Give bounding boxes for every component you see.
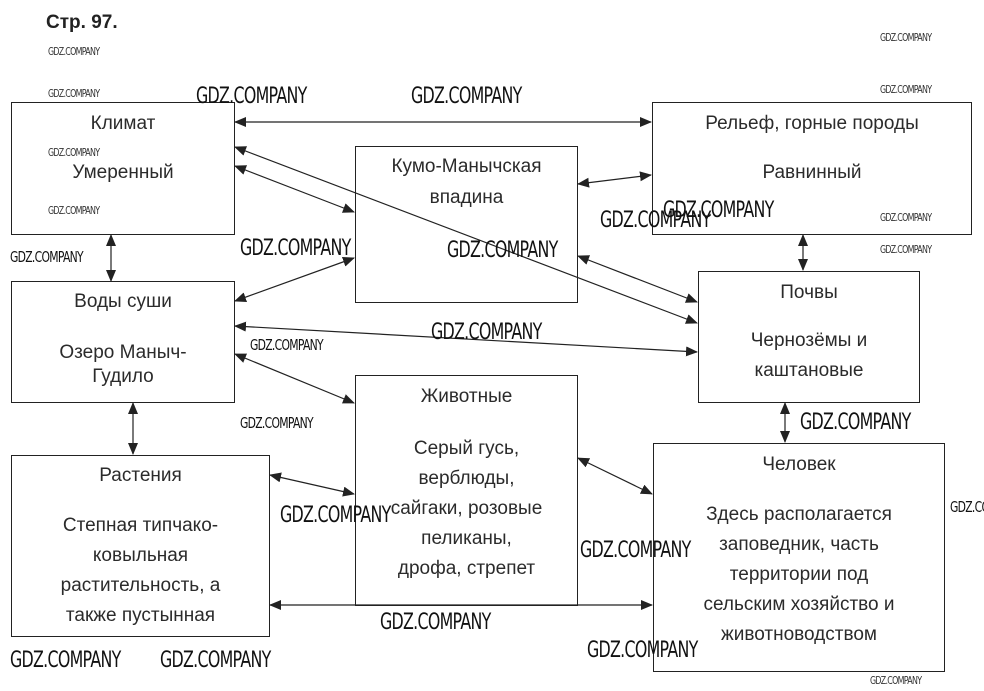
- watermark: GDZ.COMPANY: [431, 320, 542, 345]
- watermark: GDZ.COMPANY: [250, 336, 324, 354]
- node-text: Степная типчако-: [62, 515, 219, 536]
- node-text: верблюды,: [418, 468, 515, 489]
- watermark: GDZ.COMPANY: [196, 84, 307, 109]
- node-text: животноводством: [721, 624, 877, 645]
- node-text: растительность, а: [60, 575, 221, 596]
- watermark: GDZ.COMPANY: [580, 538, 691, 563]
- watermark: GDZ.COMPANY: [587, 638, 698, 663]
- node-text: Серый гусь,: [413, 438, 520, 459]
- watermark: GDZ.COMPANY: [48, 45, 100, 58]
- watermark: GDZ.COMPANY: [240, 236, 351, 261]
- watermark: GDZ.COMPANY: [447, 238, 558, 263]
- node-title: Животные: [420, 386, 513, 407]
- watermark: GDZ.COMPANY: [48, 146, 100, 159]
- node-text: каштановые: [754, 360, 864, 381]
- node-title: Рельеф, горные породы: [705, 113, 919, 134]
- node-title: Растения: [99, 465, 182, 486]
- node-text: впадина: [429, 187, 504, 208]
- node-human: Человек Здесь располагается заповедник, …: [653, 443, 945, 672]
- watermark: GDZ.COMPANY: [10, 248, 84, 266]
- node-animals: Животные Серый гусь, верблюды, сайгаки, …: [355, 375, 578, 606]
- node-title: Кумо-Манычская: [391, 156, 542, 177]
- watermark: GDZ.COMPANY: [880, 211, 932, 224]
- node-title: Климат: [90, 113, 156, 134]
- watermark: GDZ.COMPANY: [280, 503, 391, 528]
- node-title: Воды суши: [74, 291, 172, 312]
- node-relief: Рельеф, горные породы Равнинный: [652, 102, 972, 235]
- link-center-soils: [577, 255, 698, 303]
- node-text: Гудило: [92, 366, 154, 387]
- node-text: также пустынная: [65, 605, 216, 626]
- node-text: ковыльная: [92, 545, 189, 566]
- watermark: GDZ.COMPANY: [160, 648, 271, 673]
- watermark: GDZ.COMPANY: [240, 414, 314, 432]
- watermark: GDZ.COMPANY: [10, 648, 121, 673]
- watermark: GDZ.COMPANY: [600, 208, 711, 233]
- node-text: Здесь располагается: [706, 504, 892, 525]
- node-text: Равнинный: [762, 162, 862, 183]
- watermark: GDZ.COMPANY: [950, 498, 984, 516]
- node-climate: Климат Умеренный: [11, 102, 235, 235]
- node-text: заповедник, часть: [719, 534, 879, 555]
- node-text: сельским хозяйство и: [703, 594, 895, 615]
- node-text: территории под: [729, 564, 869, 585]
- link-waters-animals: [234, 353, 355, 404]
- watermark: GDZ.COMPANY: [880, 243, 932, 256]
- node-text: Чернозёмы и: [750, 330, 868, 351]
- watermark: GDZ.COMPANY: [880, 83, 932, 96]
- node-title: Почвы: [780, 282, 838, 303]
- link-center-waters: [234, 257, 355, 302]
- node-text: Озеро Маныч-: [59, 342, 187, 363]
- page-title: Стр. 97.: [46, 12, 118, 33]
- watermark: GDZ.COMPANY: [48, 204, 100, 217]
- link-climate-center: [234, 165, 355, 213]
- watermark: GDZ.COMPANY: [870, 674, 922, 687]
- node-text: сайгаки, розовые: [390, 498, 543, 519]
- node-text: Умеренный: [72, 162, 174, 183]
- watermark: GDZ.COMPANY: [380, 610, 491, 635]
- node-text: пеликаны,: [421, 528, 512, 549]
- watermark: GDZ.COMPANY: [48, 87, 100, 100]
- node-soils: Почвы Чернозёмы и каштановые: [698, 271, 920, 403]
- watermark: GDZ.COMPANY: [411, 84, 522, 109]
- link-plants-animals: [269, 472, 355, 497]
- node-plants: Растения Степная типчако- ковыльная раст…: [11, 455, 270, 637]
- watermark: GDZ.COMPANY: [663, 198, 774, 223]
- node-title: Человек: [762, 454, 836, 475]
- node-waters: Воды суши Озеро Маныч- Гудило: [11, 281, 235, 403]
- watermark: GDZ.COMPANY: [800, 410, 911, 435]
- node-text: дрофа, стрепет: [397, 558, 536, 579]
- node-center: Кумо-Манычская впадина: [355, 146, 578, 303]
- watermark: GDZ.COMPANY: [880, 31, 932, 44]
- link-animals-human: [577, 457, 653, 495]
- link-center-relief: [577, 171, 652, 188]
